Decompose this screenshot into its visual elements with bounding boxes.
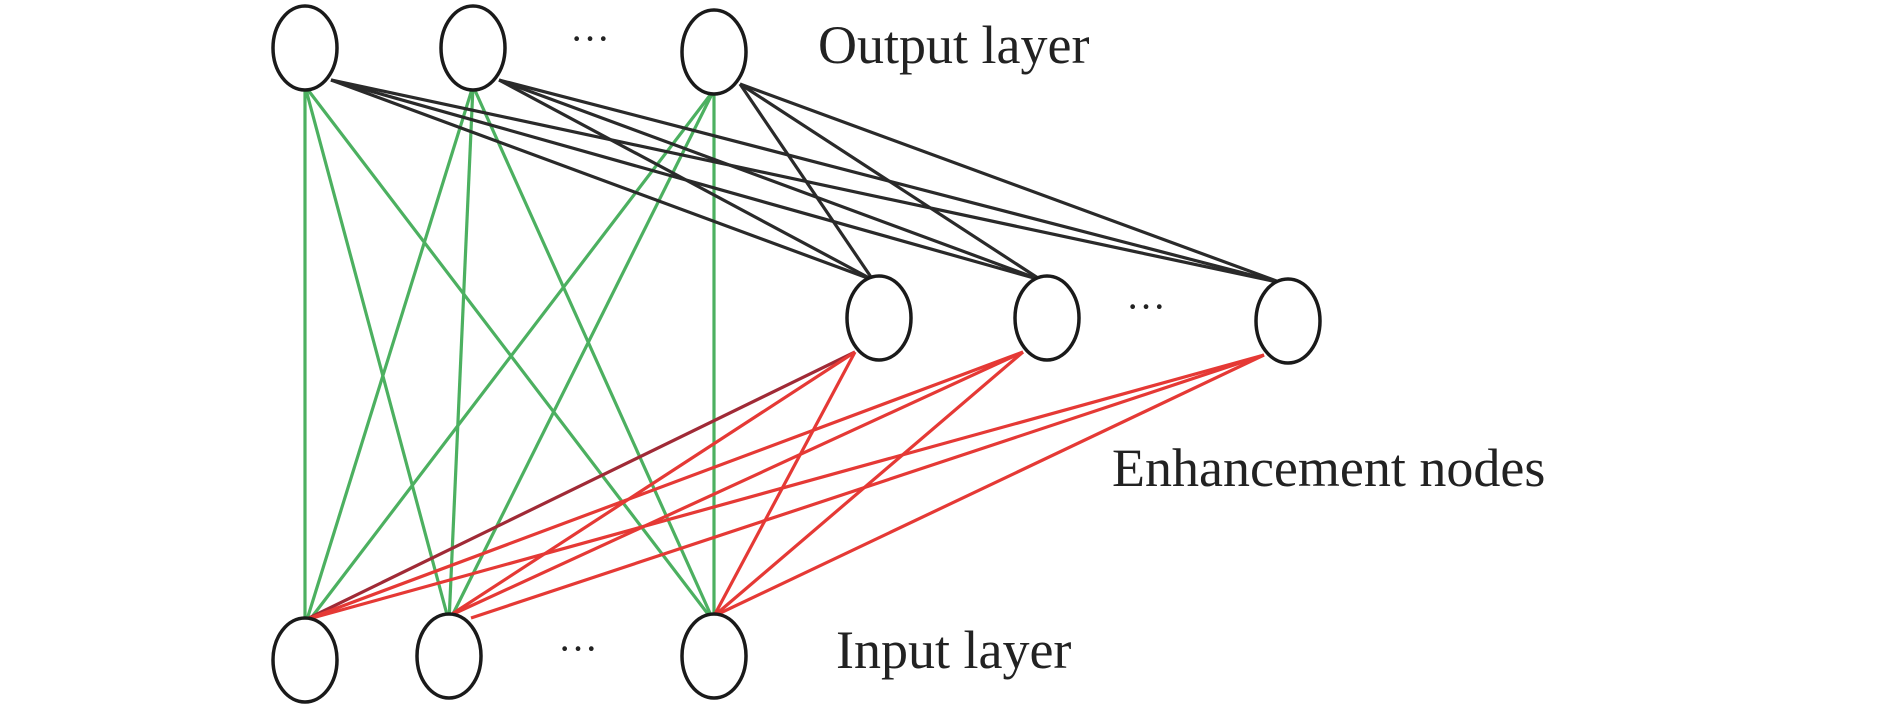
edge-input-1-to-enhancement-3	[304, 353, 1265, 622]
input-node-3	[680, 612, 748, 700]
input-node-2	[415, 612, 483, 700]
enhancement-node-2	[1013, 274, 1081, 362]
output-layer-label: Output layer	[818, 15, 1089, 75]
enhancement-node-1	[845, 274, 913, 362]
output-node-1	[271, 4, 339, 92]
nodes-group	[271, 4, 1322, 704]
edge-input-2-to-enhancement-2	[448, 350, 1024, 618]
edge-output-2-to-enhancement-1	[498, 78, 874, 282]
output-node-3	[680, 8, 748, 96]
input-node-1	[271, 616, 339, 704]
edge-input-3-to-enhancement-3	[713, 353, 1265, 618]
edge-input-2-to-enhancement-1	[448, 350, 856, 618]
enhancement-nodes-label: Enhancement nodes	[1112, 438, 1545, 498]
edge-input-1-to-enhancement-2	[304, 350, 1024, 622]
edge-input-1-to-output-3	[303, 89, 716, 627]
input-layer-label: Input layer	[836, 620, 1071, 680]
input-ellipsis: ···	[558, 626, 598, 671]
edge-input-2-to-output-1	[303, 85, 451, 623]
edge-input-3-to-output-1	[303, 85, 716, 623]
edges-group	[303, 78, 1283, 627]
edge-output-3-to-enhancement-3	[739, 82, 1283, 285]
output-node-2	[439, 4, 507, 92]
edge-output-3-to-enhancement-1	[738, 83, 875, 281]
edge-input-2-to-output-3	[447, 89, 716, 623]
edge-output-3-to-enhancement-2	[739, 82, 1042, 282]
enhancement-node-3	[1254, 277, 1322, 365]
enhancement-ellipsis: ···	[1126, 284, 1166, 329]
edge-input-1-to-enhancement-1	[304, 350, 856, 622]
edge-output-1-to-enhancement-1	[330, 78, 874, 282]
edge-input-2-to-output-2	[447, 85, 475, 623]
edge-input-3-to-enhancement-2	[712, 350, 1025, 618]
edge-input-3-to-enhancement-1	[712, 351, 857, 617]
edge-input-3-to-output-2	[471, 85, 716, 623]
output-ellipsis: ···	[570, 16, 610, 61]
edge-input-1-to-output-2	[303, 85, 475, 627]
edge-output-2-to-enhancement-2	[498, 78, 1042, 282]
